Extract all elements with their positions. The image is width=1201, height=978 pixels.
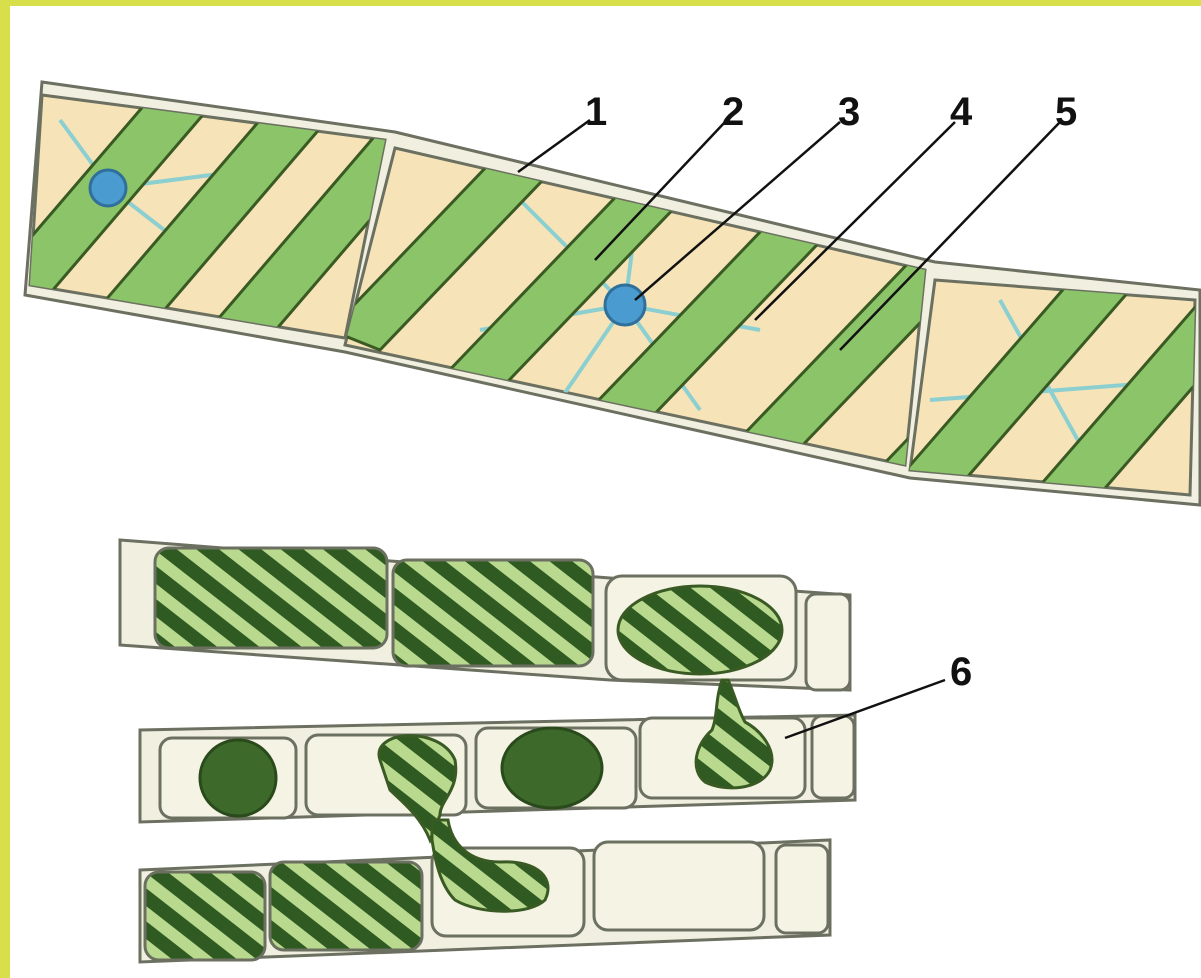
bot-cell-5	[776, 845, 828, 933]
bot-cell-1	[145, 872, 265, 960]
conjugating-filament-top	[120, 540, 850, 690]
label-6: 6	[950, 650, 972, 694]
mid-cell-4-forming-zygote	[696, 680, 772, 788]
top-cell-1	[155, 548, 387, 648]
bot-cell-2	[270, 862, 422, 950]
label-1: 1	[585, 90, 607, 134]
label-2: 2	[722, 90, 744, 134]
cell-b-nucleus	[605, 285, 645, 325]
bot-cell-4	[594, 842, 764, 930]
mid-cell-3-zygote	[502, 728, 602, 808]
leader-1	[518, 120, 590, 172]
label-4: 4	[950, 90, 973, 134]
mid-cell-5	[812, 716, 854, 798]
top-cell-4	[806, 594, 850, 690]
cell-a-nucleus	[90, 170, 126, 206]
mid-cell-1-zygote	[200, 740, 276, 816]
label-3: 3	[838, 90, 860, 134]
lower-filaments	[120, 540, 855, 962]
label-5: 5	[1055, 90, 1077, 134]
top-cell-3-contracting-protoplast	[618, 586, 782, 674]
conjugating-filament-bottom	[140, 820, 830, 962]
conjugating-filament-middle	[140, 680, 855, 840]
top-cell-2	[393, 560, 593, 666]
